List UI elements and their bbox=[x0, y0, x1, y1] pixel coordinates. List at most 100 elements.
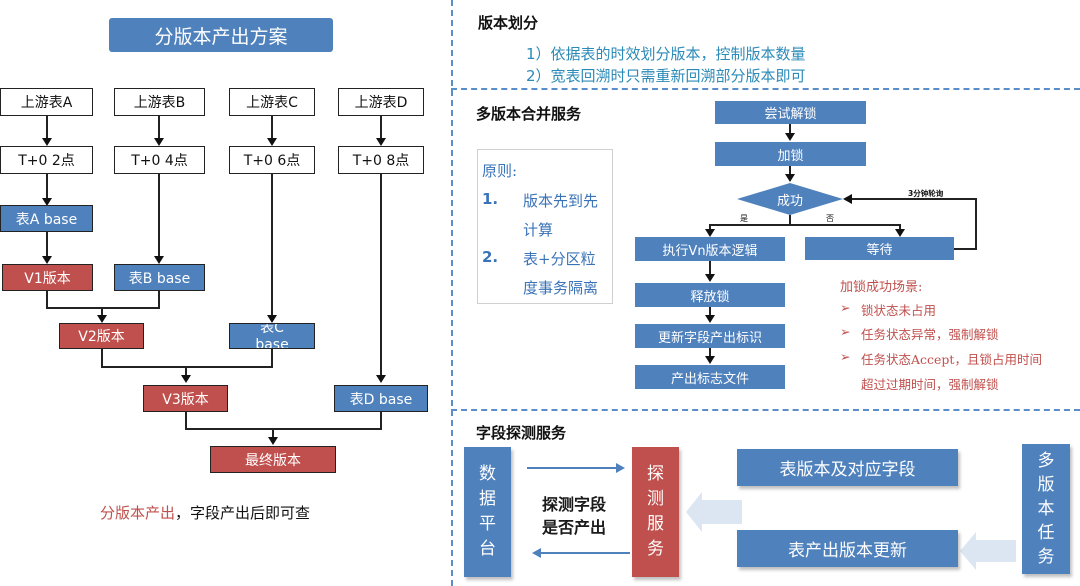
section-divider bbox=[451, 88, 1080, 90]
arrow-down-icon bbox=[705, 229, 715, 237]
bullet-icon: ➢ bbox=[840, 349, 851, 364]
success-scenario-3: 任务状态Accept，且锁占用时间 bbox=[861, 352, 1042, 367]
connector bbox=[101, 366, 273, 368]
connector bbox=[101, 307, 103, 315]
detect-label-line2: 是否产出 bbox=[542, 518, 607, 537]
version-split-title: 版本划分 bbox=[478, 14, 539, 32]
principle-2-line1: 表+分区粒 bbox=[523, 250, 596, 268]
table-versions-box: 表版本及对应字段 bbox=[737, 449, 958, 486]
success-scenario-2: 任务状态异常，强制解锁 bbox=[861, 327, 999, 342]
right-panel-border bbox=[451, 0, 453, 586]
connector bbox=[271, 116, 273, 138]
time-box-d: T+0 8点 bbox=[338, 146, 424, 174]
data-platform-char: 据 bbox=[479, 489, 496, 509]
flow-lock: 加锁 bbox=[715, 142, 866, 166]
connector bbox=[46, 291, 48, 308]
flow-step-update-flag: 更新字段产出标识 bbox=[635, 324, 785, 348]
arrow-right-icon bbox=[616, 463, 625, 473]
connector bbox=[272, 428, 274, 437]
version-v2: V2版本 bbox=[59, 323, 144, 349]
principle-1-num: 1. bbox=[482, 190, 499, 208]
fat-arrow-left-icon bbox=[960, 532, 1016, 570]
source-table-a: 上游表A bbox=[0, 88, 93, 116]
connector bbox=[158, 174, 160, 256]
fat-arrow-left-icon bbox=[686, 492, 742, 532]
version-v1: V1版本 bbox=[2, 264, 93, 291]
detect-service-char: 测 bbox=[647, 489, 664, 509]
table-update-box: 表产出版本更新 bbox=[737, 530, 958, 567]
source-table-c: 上游表C bbox=[229, 88, 315, 116]
connector bbox=[271, 349, 273, 367]
connector bbox=[158, 291, 160, 308]
connector bbox=[709, 224, 900, 226]
multi-version-task-char: 任 bbox=[1037, 523, 1055, 543]
arrow-down-icon bbox=[268, 437, 278, 445]
connector bbox=[46, 174, 48, 198]
bullet-icon: ➢ bbox=[840, 300, 851, 315]
connector bbox=[789, 124, 791, 134]
connector bbox=[101, 349, 103, 367]
connector bbox=[789, 215, 791, 225]
arrow-down-icon bbox=[705, 356, 715, 364]
connector bbox=[850, 198, 977, 200]
principle-1-line1: 版本先到先 bbox=[523, 192, 599, 210]
connector bbox=[158, 116, 160, 138]
branch-yes-label: 是 bbox=[740, 214, 748, 223]
section-divider bbox=[451, 409, 1080, 411]
poll-label: 3分钟轮询 bbox=[908, 189, 944, 198]
arrow-down-icon bbox=[154, 138, 164, 146]
source-table-b: 上游表B bbox=[114, 88, 205, 116]
arrow-down-icon bbox=[267, 315, 277, 323]
detect-service-title: 字段探测服务 bbox=[476, 424, 567, 442]
bullet-icon: ➢ bbox=[840, 324, 851, 339]
arrow-down-icon bbox=[376, 138, 386, 146]
version-split-point-1: 1）依据表的时效划分版本，控制版本数量 bbox=[526, 45, 806, 63]
success-scenario-1: 锁状态未占用 bbox=[861, 303, 937, 318]
arrow-down-icon bbox=[42, 198, 52, 206]
flow-decision-label: 成功 bbox=[776, 193, 803, 209]
base-table-c-label: 表C base bbox=[255, 323, 289, 349]
base-table-a: 表A base bbox=[0, 205, 93, 232]
arrow-down-icon bbox=[181, 375, 191, 383]
arrow-down-icon bbox=[42, 138, 52, 146]
connector bbox=[271, 174, 273, 315]
branch-no-label: 否 bbox=[826, 214, 834, 223]
flow-wait: 等待 bbox=[805, 237, 954, 260]
data-platform-char: 数 bbox=[479, 464, 496, 484]
detect-service-char: 探 bbox=[647, 464, 664, 484]
merge-service-title: 多版本合并服务 bbox=[476, 105, 582, 123]
multi-version-task-box: 多 版 本 任 务 bbox=[1022, 444, 1070, 574]
connector bbox=[975, 198, 977, 250]
success-scenario-3-cont: 超过过期时间，强制解锁 bbox=[861, 377, 999, 392]
connector bbox=[789, 166, 791, 175]
connector bbox=[380, 412, 382, 429]
arrow-response-line bbox=[541, 552, 630, 554]
caption-highlight: 分版本产出 bbox=[100, 504, 176, 522]
arrow-down-icon bbox=[42, 256, 52, 264]
arrow-down-icon bbox=[267, 138, 277, 146]
detect-service-char: 服 bbox=[647, 514, 664, 534]
data-platform-char: 平 bbox=[479, 514, 496, 534]
connector bbox=[709, 224, 711, 230]
data-platform-box: 数 据 平 台 bbox=[464, 447, 511, 577]
version-split-point-2: 2）宽表回溯时只需重新回溯部分版本即可 bbox=[526, 67, 806, 85]
arrow-down-icon bbox=[785, 133, 795, 141]
multi-version-task-char: 版 bbox=[1037, 475, 1055, 495]
arrow-down-icon bbox=[154, 256, 164, 264]
flow-step-output-file: 产出标志文件 bbox=[635, 365, 785, 389]
arrow-down-icon bbox=[895, 229, 905, 237]
connector bbox=[46, 307, 160, 309]
detect-service-char: 务 bbox=[647, 539, 664, 559]
fat-arrow-head bbox=[960, 532, 976, 570]
fat-arrow-shaft bbox=[702, 500, 742, 524]
left-panel-caption: 分版本产出，字段产出后即可查 bbox=[100, 502, 310, 523]
connector bbox=[46, 232, 48, 256]
version-final: 最终版本 bbox=[210, 446, 336, 473]
version-v3: V3版本 bbox=[143, 385, 228, 412]
multi-version-task-char: 务 bbox=[1037, 547, 1055, 567]
connector bbox=[380, 174, 382, 375]
principle-1-line2: 计算 bbox=[523, 221, 554, 239]
multi-version-task-char: 本 bbox=[1037, 499, 1055, 519]
connector bbox=[185, 412, 187, 429]
base-table-d: 表D base bbox=[334, 385, 428, 412]
